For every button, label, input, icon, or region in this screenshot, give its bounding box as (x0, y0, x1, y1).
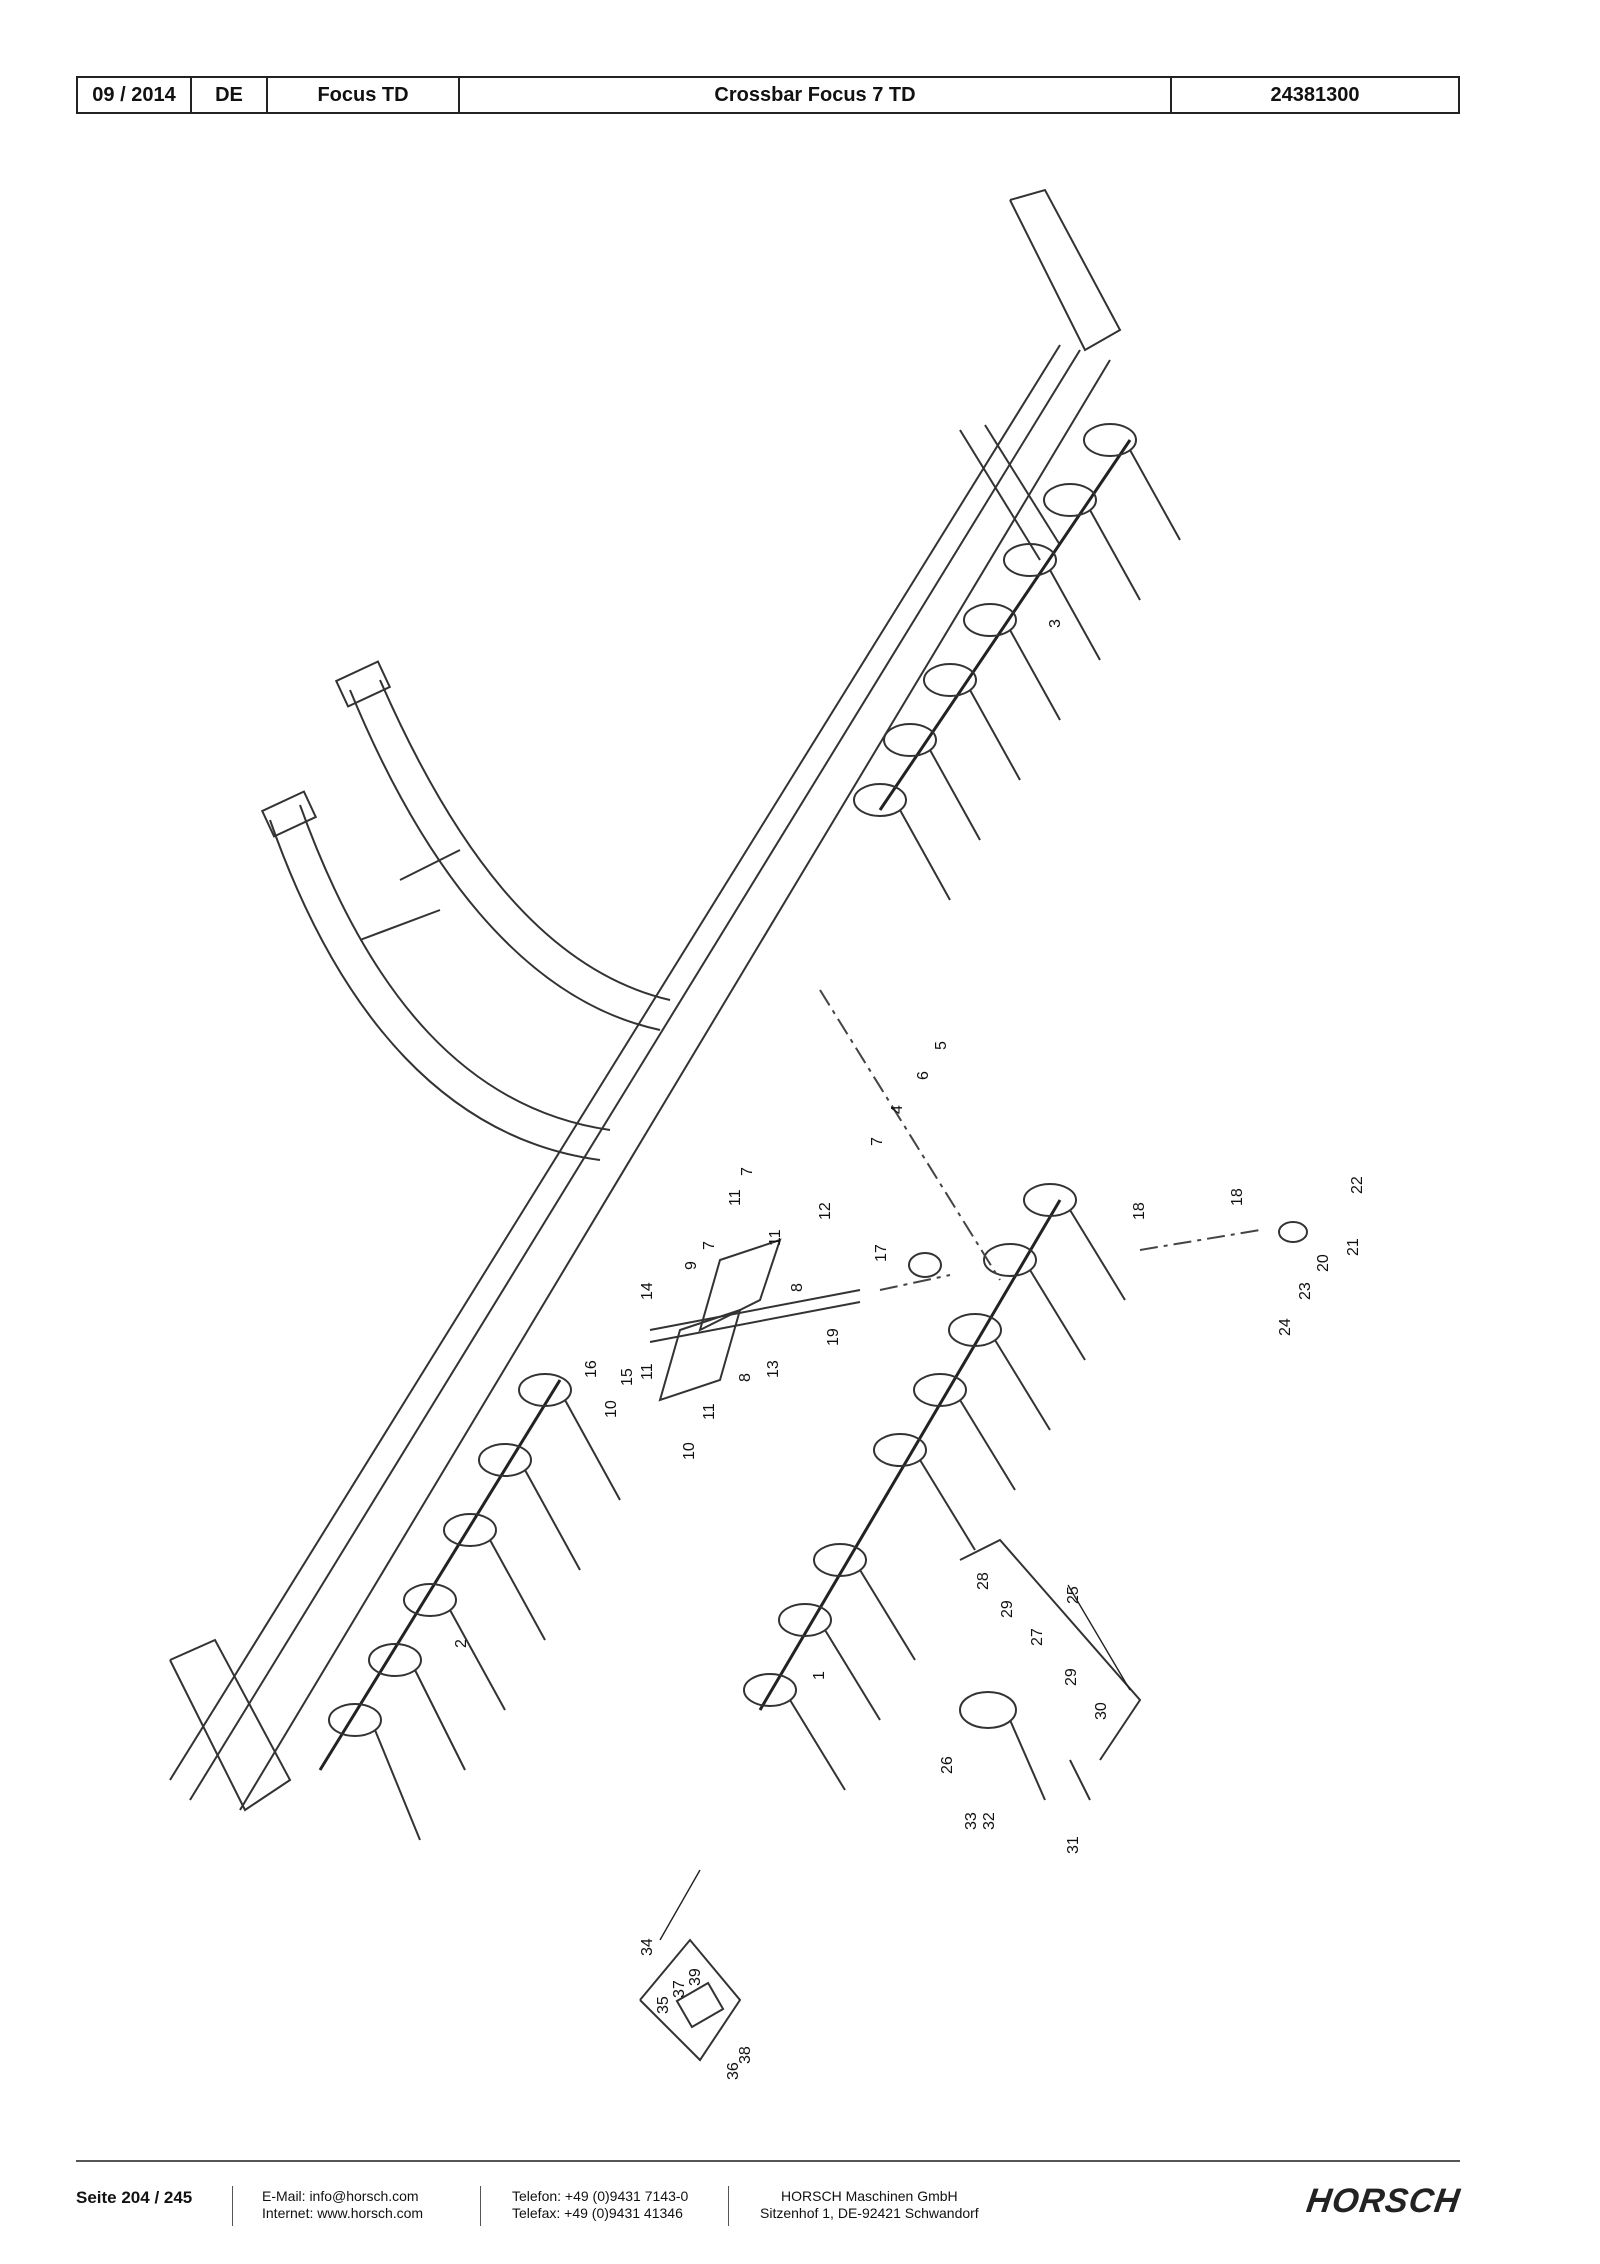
callout-10a: 10 (603, 1400, 620, 1418)
header-table: 09 / 2014 DE Focus TD Crossbar Focus 7 T… (76, 76, 1460, 114)
callout-18b: 18 (1229, 1188, 1246, 1206)
callout-12: 12 (817, 1202, 834, 1220)
header-title: Crossbar Focus 7 TD (460, 78, 1172, 112)
callout-24: 24 (1277, 1318, 1294, 1336)
callout-33: 33 (963, 1812, 980, 1830)
callout-6: 6 (915, 1071, 932, 1080)
callout-29b: 29 (1063, 1668, 1080, 1686)
lower-left-tine-row (318, 1373, 621, 1841)
footer-separator (480, 2186, 481, 2226)
callout-13: 13 (765, 1360, 782, 1378)
footer-fax: Telefax: +49 (0)9431 41346 (512, 2205, 683, 2221)
callout-19: 19 (825, 1328, 842, 1346)
callout-7a: 7 (869, 1137, 886, 1146)
header-part-number: 24381300 (1270, 83, 1360, 106)
callout-17: 17 (873, 1244, 890, 1262)
footer-phone: Telefon: +49 (0)9431 7143-0 (512, 2188, 689, 2204)
assembly-lines (819, 989, 1261, 1291)
footer-address: Sitzenhof 1, DE-92421 Schwandorf (760, 2205, 979, 2221)
main-beam (169, 188, 1122, 1812)
footer-address-block: HORSCH Maschinen GmbH Sitzenhof 1, DE-92… (760, 2188, 979, 2222)
upper-tine-row (853, 423, 1181, 901)
callout-18a: 18 (1131, 1202, 1148, 1220)
callout-11a: 11 (727, 1189, 744, 1206)
callout-22: 22 (1349, 1176, 1366, 1194)
horsch-logo: HORSCH (1304, 2182, 1463, 2220)
callout-2: 2 (453, 1639, 470, 1648)
callout-36: 36 (725, 2062, 742, 2080)
header-date: 09 / 2014 (78, 78, 192, 112)
callout-21: 21 (1345, 1238, 1362, 1256)
callouts: 1 2 3 4 5 6 7 7 7 8 8 9 10 10 11 11 11 1… (453, 619, 1366, 2080)
callout-4: 4 (889, 1105, 906, 1114)
callout-39: 39 (687, 1968, 704, 1986)
curved-arms (260, 660, 671, 1161)
callout-9: 9 (683, 1261, 700, 1270)
callout-11d: 11 (639, 1363, 656, 1380)
callout-37: 37 (671, 1980, 688, 1998)
callout-31: 31 (1065, 1836, 1082, 1854)
footer-email[interactable]: E-Mail: info@horsch.com (262, 2188, 419, 2204)
header-model: Focus TD (268, 78, 460, 112)
callout-11b: 11 (767, 1229, 784, 1246)
callout-15: 15 (619, 1368, 636, 1386)
callout-11c: 11 (701, 1403, 718, 1420)
callout-16: 16 (583, 1360, 600, 1378)
page-number: Seite 204 / 245 (76, 2188, 193, 2207)
exploded-tine-row (743, 1183, 1126, 1791)
callout-7b: 7 (739, 1167, 756, 1176)
callout-8b: 8 (737, 1373, 754, 1382)
callout-20: 20 (1315, 1254, 1332, 1272)
callout-28: 28 (975, 1572, 992, 1590)
callout-14: 14 (639, 1282, 656, 1300)
footer-rule (76, 2160, 1460, 2162)
callout-32: 32 (981, 1812, 998, 1830)
footer-separator (232, 2186, 233, 2226)
callout-10b: 10 (681, 1442, 698, 1460)
spring-group-34 (639, 1938, 742, 2062)
header-language: DE (192, 78, 268, 112)
callout-23: 23 (1297, 1282, 1314, 1300)
footer-contact-web: E-Mail: info@horsch.com Internet: www.ho… (262, 2188, 423, 2222)
callout-34: 34 (639, 1938, 656, 1956)
callout-3: 3 (1047, 619, 1064, 628)
callout-27: 27 (1029, 1628, 1046, 1646)
footer-internet[interactable]: Internet: www.horsch.com (262, 2205, 424, 2221)
callout-1: 1 (811, 1671, 828, 1680)
callout-38: 38 (737, 2046, 754, 2064)
exploded-brackets (649, 1221, 1308, 1402)
footer-contact-phone: Telefon: +49 (0)9431 7143-0 Telefax: +49… (512, 2188, 688, 2222)
footer-separator (728, 2186, 729, 2226)
callout-35: 35 (655, 1996, 672, 2014)
callout-8a: 8 (789, 1283, 806, 1292)
callout-7c: 7 (701, 1241, 718, 1250)
callout-5: 5 (933, 1041, 950, 1050)
tine-set-group-25 (959, 1538, 1142, 1801)
callout-26: 26 (939, 1756, 956, 1774)
callout-29a: 29 (999, 1600, 1016, 1618)
footer-company: HORSCH Maschinen GmbH (781, 2188, 958, 2204)
callout-30: 30 (1093, 1702, 1110, 1720)
